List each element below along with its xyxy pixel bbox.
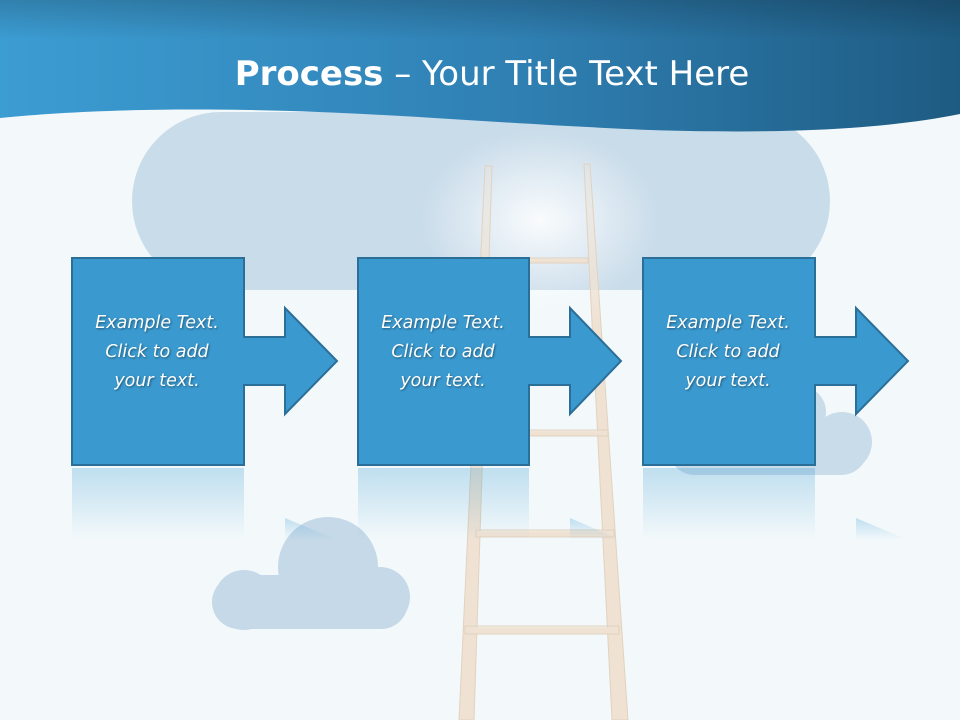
title-bold: Process [234,54,384,94]
step-2-text: Example Text. Click to add your text. [357,309,529,396]
title-rest: – Your Title Text Here [383,54,750,94]
step-1-line-2: Click to add [105,342,209,362]
step-1-line-1: Example Text. [95,313,219,333]
step-2-line-3: your text. [400,371,486,391]
process-step-1[interactable]: Example Text. Click to add your text. [71,257,345,467]
step-1-text: Example Text. Click to add your text. [71,309,243,396]
step-3-reflection [643,468,908,540]
page-title[interactable]: Process – Your Title Text Here [0,52,960,96]
step-1-line-3: your text. [114,371,200,391]
process-step-2[interactable]: Example Text. Click to add your text. [357,257,631,467]
arrow-right-icon [642,257,910,466]
step-3-line-1: Example Text. [666,313,790,333]
step-2-line-1: Example Text. [381,313,505,333]
arrow-right-icon [71,257,339,466]
header-banner [0,0,960,132]
step-2-line-2: Click to add [391,342,495,362]
step-2-reflection [358,468,621,540]
step-1-reflection [72,468,337,540]
step-3-line-2: Click to add [676,342,780,362]
small-cloud-bottom-icon [212,517,410,630]
step-3-line-3: your text. [685,371,771,391]
process-step-3[interactable]: Example Text. Click to add your text. [642,257,916,467]
arrow-right-icon [357,257,623,466]
step-3-text: Example Text. Click to add your text. [642,309,814,396]
